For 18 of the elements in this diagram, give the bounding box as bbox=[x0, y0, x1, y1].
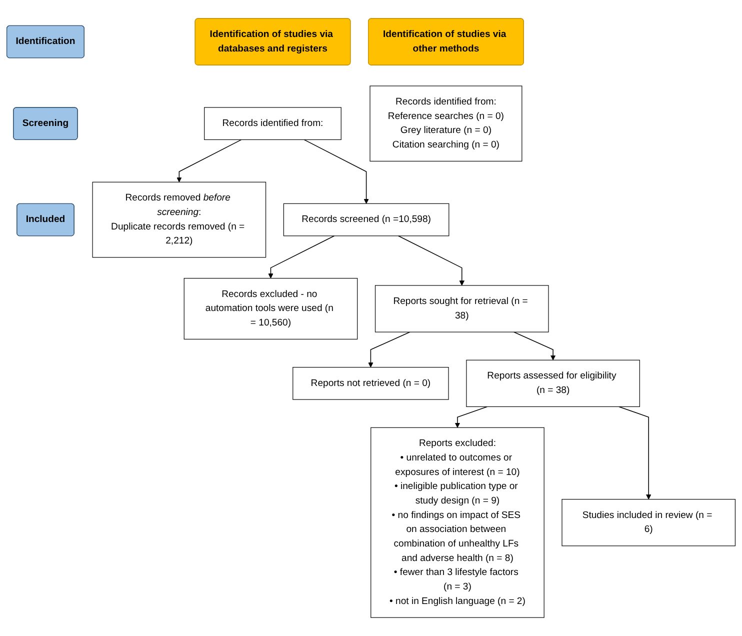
node-box: Records screened (n =10,598) bbox=[283, 203, 450, 236]
arrow bbox=[176, 139, 242, 182]
node-box: Records removed before screening: Duplicate records removed (n = 2,212) bbox=[92, 182, 266, 258]
node-box: Reports assessed for eligibility (n = 38) bbox=[466, 360, 640, 407]
node-box: Reports sought for retrieval (n = 38) bbox=[374, 285, 549, 332]
arrow bbox=[398, 235, 464, 286]
arrow bbox=[304, 139, 369, 204]
node-box: Reports excluded: • unrelated to outcomes or exposures of interest (n = 10) • ineligible publication type or study design (n = 9) • no findings on impact of SES on association between combination of unhealthy LFs and adverse health (n = 8) • fewer than 3 lifestyle factors (n = 3) • not in English language (n = 2) bbox=[370, 427, 544, 618]
node-box: Records excluded - no automation tools were used (n = 10,560) bbox=[184, 278, 358, 340]
node-box: Studies included in review (n = 6) bbox=[562, 498, 736, 546]
arrow bbox=[513, 332, 556, 360]
node-box: Reports not retrieved (n = 0) bbox=[292, 366, 449, 400]
arrow bbox=[454, 406, 488, 428]
arrow bbox=[368, 332, 410, 368]
node-box: Records identified from: bbox=[204, 107, 342, 140]
arrow bbox=[268, 235, 335, 279]
arrow bbox=[618, 406, 652, 500]
node-box: Records identified from: Reference searches (n = 0) Grey literature (n = 0) Citation searching (n = 0) bbox=[370, 86, 522, 162]
